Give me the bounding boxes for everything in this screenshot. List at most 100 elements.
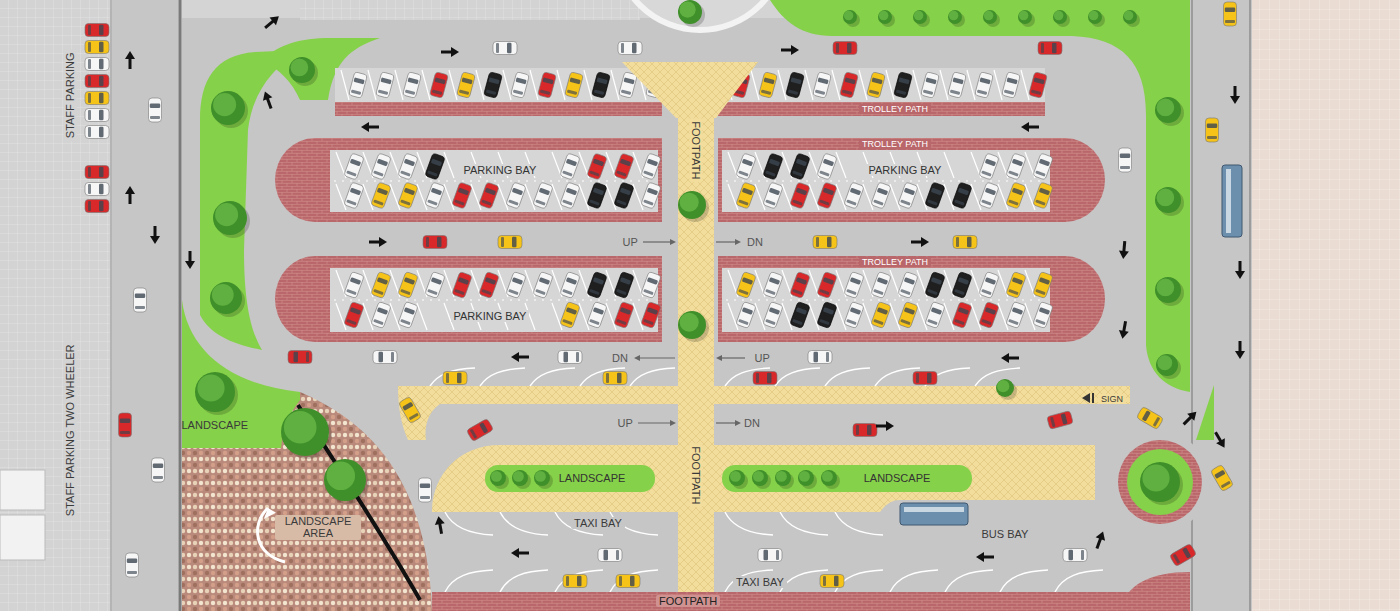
car (1002, 72, 1021, 99)
car (1169, 543, 1196, 566)
car-body (736, 153, 756, 180)
car (560, 182, 580, 209)
arrow-head (185, 261, 195, 269)
car (641, 153, 661, 180)
car-body (790, 272, 810, 299)
car-body (844, 272, 864, 299)
tree-highlight (949, 11, 959, 21)
area-label: TAXI BAY (733, 576, 787, 589)
car-windshield (153, 464, 163, 469)
car-windshield (647, 188, 658, 196)
lane-arrow-shaft (638, 357, 675, 358)
car-rear-window (954, 199, 964, 205)
stall-line (863, 184, 873, 210)
car (871, 302, 891, 329)
car-rear-window (927, 199, 937, 205)
car-windshield (623, 77, 634, 84)
car-rear-window (373, 289, 383, 295)
bay-centre-dots (334, 299, 654, 300)
arrow-head (361, 122, 369, 132)
car-body (1006, 302, 1026, 329)
roundabout-road (1110, 432, 1210, 532)
car (925, 182, 945, 209)
car-rear-window (927, 319, 937, 325)
tree-canopy (948, 10, 962, 24)
drop-off-slot (775, 368, 820, 386)
stall-line (368, 70, 376, 100)
car-windshield (593, 307, 604, 315)
car-windshield (877, 307, 888, 315)
area-name: LANDSCAPE (861, 472, 934, 485)
stall-line (890, 184, 900, 210)
car-windshield (617, 373, 622, 383)
car-body (85, 24, 109, 37)
car-body (641, 302, 661, 329)
car-windshield (99, 184, 104, 194)
car (484, 72, 503, 99)
car-rear-window (761, 90, 771, 95)
car-rear-window (1035, 319, 1045, 325)
direction-arrow (434, 515, 447, 534)
arrow-head (1118, 330, 1129, 340)
road-edge (110, 0, 112, 611)
car (763, 153, 783, 180)
landscape-area-paving (182, 392, 432, 611)
direction-arrow (1235, 261, 1245, 279)
car-windshield (630, 576, 635, 586)
car-rear-window (400, 199, 410, 205)
car-rear-window (616, 199, 626, 205)
car (85, 166, 109, 179)
car-body (1006, 272, 1026, 299)
car-windshield (823, 277, 834, 285)
car-rear-window (562, 289, 572, 295)
car-windshield (850, 188, 861, 196)
car-body (398, 182, 418, 209)
car (1210, 464, 1233, 491)
car-windshield (377, 307, 388, 315)
car-body (790, 302, 810, 329)
car-windshield (99, 110, 104, 120)
car-rear-window (819, 319, 829, 325)
car-rear-window (373, 319, 383, 325)
path-label: TROLLEY PATH (859, 104, 931, 114)
path-label: FOOTPATH (690, 118, 703, 182)
car-rear-window (765, 289, 775, 295)
car (425, 182, 445, 209)
car-body (587, 153, 607, 180)
stall-line (363, 184, 373, 210)
car-body (425, 153, 445, 180)
car-windshield (461, 77, 472, 84)
car-body (85, 92, 109, 105)
sign-symbol (1082, 393, 1090, 403)
car (538, 72, 557, 99)
car (975, 72, 994, 99)
car-body (894, 72, 913, 99)
car-body (398, 153, 418, 180)
car-rear-window (373, 199, 383, 205)
car-rear-window (738, 170, 748, 176)
car-rear-window (819, 199, 829, 205)
car-body (560, 302, 580, 329)
car-windshield (834, 576, 839, 586)
car-body (753, 372, 777, 385)
car-rear-window (923, 90, 933, 95)
car-rear-window (756, 373, 759, 383)
car-rear-window (88, 184, 91, 194)
car-body (952, 302, 972, 329)
car-windshield (488, 77, 499, 84)
ramp-direction: DN (612, 352, 628, 365)
car-body (898, 302, 918, 329)
stall-line (503, 70, 511, 100)
car-body (563, 575, 587, 588)
stall-line (552, 184, 562, 210)
ramp-direction: DN (747, 236, 763, 249)
car-body (820, 575, 844, 588)
car-windshield (958, 188, 969, 196)
car (452, 272, 472, 299)
car (1006, 153, 1026, 180)
direction-arrow (511, 352, 529, 362)
car (587, 182, 607, 209)
tree-highlight (984, 11, 994, 21)
stall-line (476, 70, 484, 100)
stall-line (944, 184, 954, 210)
